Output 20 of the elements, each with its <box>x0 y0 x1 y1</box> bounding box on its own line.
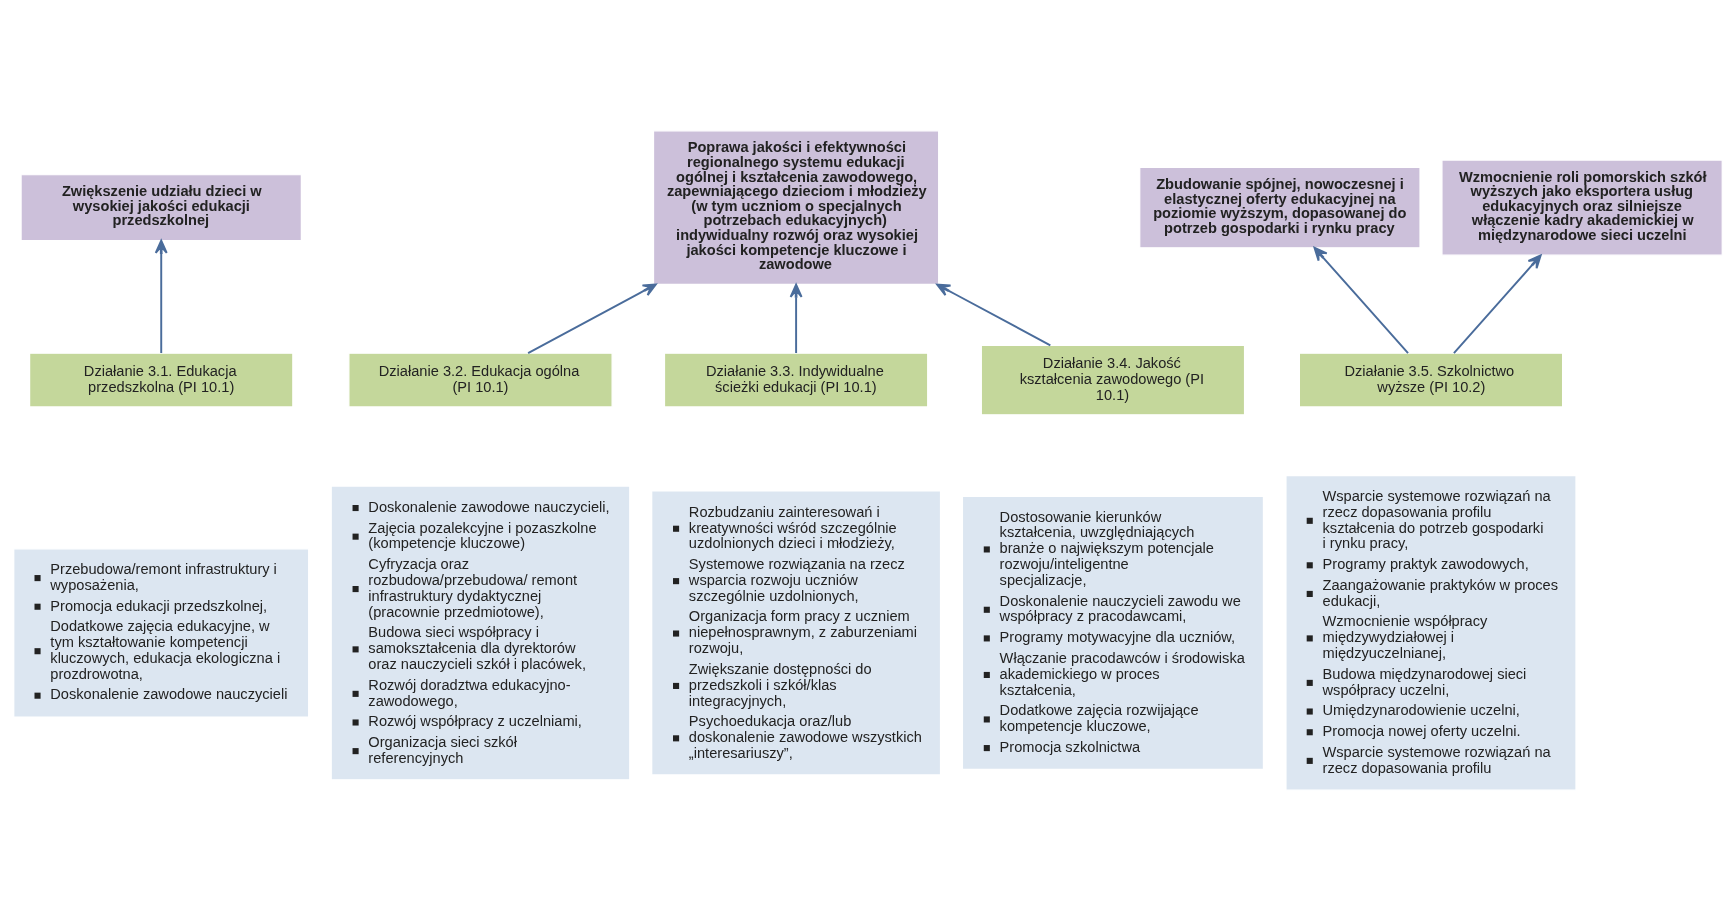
node-box: Zwiększenie udziału dzieci w wysokiej jakości edukacji przedszkolnej <box>20 174 302 242</box>
node-box: Działanie 3.4. Jakość kształcenia zawodowego (PI 10.1) <box>980 344 1246 416</box>
node-box: Dostosowanie kierunków kształcenia, uwzględniających branże o największym potencjale rozwoju/inteligentne specjalizacje, Doskonalenie nauczycieli zawodu we współpracy z pracodawcami, Programy motywacyjne dla uczniów, Włączanie pracodawców i środowiska akademickiego w proces kształcenia, Dodatkowe zajęcia rozwijające kompetencje kluczowe, Promocja szkolnictwa <box>961 495 1265 770</box>
arrow <box>1452 254 1542 354</box>
node-box: Działanie 3.5. Szkolnictwo wyższe (PI 10.2) <box>1298 352 1564 408</box>
arrow <box>789 283 803 354</box>
node-box: Działanie 3.1. Edukacja przedszkolna (PI 10.1) <box>29 352 294 408</box>
arrow <box>936 283 1052 347</box>
arrow <box>154 239 168 354</box>
arrow <box>1313 246 1409 354</box>
arrow <box>527 283 657 355</box>
node-box: Wzmocnienie roli pomorskich szkół wyższych jako eksportera usług edukacyjnych oraz silniejsze włączenie kadry akademickiej w międzynarodowe sieci uczelni <box>1441 159 1723 256</box>
node-box: Doskonalenie zawodowe nauczycieli, Zajęcia pozalekcyjne i pozaszkolne (kompetencje kluczowe) Cyfryzacja oraz rozbudowa/przebudowa/ remont infrastruktury dydaktycznej (pracownie przedmiotowe), Budowa sieci współpracy i samokształcenia dla dyrektorów oraz nauczycieli szkół i placówek, Rozwój doradztwa edukacyjno-zawodowego, Rozwój współpracy z uczelniami, Organizacja sieci szkół referencyjnych <box>330 485 631 781</box>
node-box: Przebudowa/remont infrastruktury i wyposażenia, Promocja edukacji przedszkolnej, Dodatkowe zajęcia edukacyjne, w tym kształtowanie kompetencji kluczowych, edukacja ekologiczna i prozdrowotna, Doskonalenie zawodowe nauczycieli <box>13 548 310 718</box>
node-box: Działanie 3.3. Indywidualne ścieżki edukacji (PI 10.1) <box>663 352 929 408</box>
node-box: Wsparcie systemowe rozwiązań na rzecz dopasowania profilu kształcenia do potrzeb gospodarki i rynku pracy, Programy praktyk zawodowych, Zaangażowanie praktyków w proces edukacji, Wzmocnienie współpracy międzywydziałowej i międzyuczelnianej, Budowa międzynarodowej sieci współpracy uczelni, Umiędzynarodowienie uczelni, Promocja nowej oferty uczelni. Wsparcie systemowe rozwiązań na rzecz dopasowania profilu <box>1285 475 1577 791</box>
node-box: Poprawa jakości i efektywności regionalnego systemu edukacji ogólnej i kształcenia zawodowego, zapewniającego dzieciom i młodzieży (w tym uczniom o specjalnych potrzebach edukacyjnych) indywidualny rozwój oraz wysokiej jakości kompetencje kluczowe i zawodowe <box>652 130 940 286</box>
node-box: Rozbudzaniu zainteresowań i kreatywności wśród szczególnie uzdolnionych dzieci i młodzieży, Systemowe rozwiązania na rzecz wsparcia rozwoju uczniów szczególnie uzdolnionych, Organizacja form pracy z uczniem niepełnosprawnym, z zaburzeniami rozwoju, Zwiększanie dostępności do przedszkoli i szkół/klas integracyjnych, Psychoedukacja oraz/lub doskonalenie zawodowe wszystkich „interesariuszy”, <box>651 490 942 776</box>
node-box: Działanie 3.2. Edukacja ogólna (PI 10.1) <box>348 352 613 408</box>
node-box: Zbudowanie spójnej, nowoczesnej i elastycznej oferty edukacyjnej na poziomie wyższym, dopasowanej do potrzeb gospodarki i rynku pracy <box>1139 166 1421 249</box>
